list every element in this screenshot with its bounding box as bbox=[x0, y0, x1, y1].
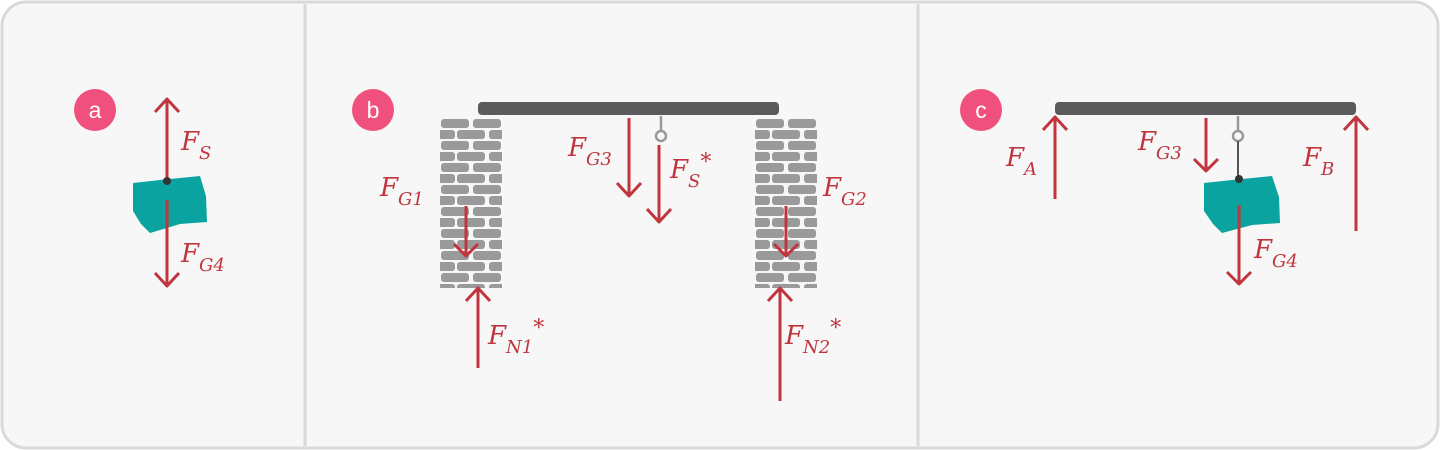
panel-c: c FA FG3 FB FG4 bbox=[960, 89, 1370, 286]
brick-wall-right bbox=[755, 118, 817, 288]
force-arrow-fg2 bbox=[772, 206, 800, 258]
attachment-point bbox=[1235, 175, 1243, 183]
badge-label-b: b bbox=[367, 97, 380, 123]
label-fg2: FG2 bbox=[822, 173, 867, 210]
force-arrow-fg4 bbox=[1225, 205, 1253, 286]
label-fs: FS bbox=[180, 127, 211, 164]
panel-badge-c bbox=[960, 89, 1002, 131]
force-arrow-fg4 bbox=[153, 200, 181, 288]
panel-a: a FS FG4 bbox=[74, 89, 225, 288]
stone-block bbox=[133, 176, 207, 233]
force-arrow-fg1 bbox=[452, 206, 480, 258]
panel-badge-a bbox=[74, 89, 116, 131]
force-arrow-fn2-star bbox=[766, 286, 794, 401]
badge-label-a: a bbox=[89, 97, 102, 123]
force-arrow-fa bbox=[1041, 115, 1069, 199]
label-fg1: FG1 bbox=[379, 173, 424, 210]
label-fs-star: FS* bbox=[669, 150, 711, 192]
force-arrow-fs-star bbox=[645, 145, 673, 224]
panel-b: b bbox=[352, 89, 867, 401]
label-fg4: FG4 bbox=[180, 239, 225, 276]
label-fg3: FG3 bbox=[1137, 127, 1182, 164]
badge-label-c: c bbox=[975, 97, 987, 123]
label-fg3: FG3 bbox=[567, 133, 612, 170]
force-arrow-fn1-star bbox=[464, 286, 492, 368]
force-arrow-fs bbox=[153, 97, 181, 180]
label-fb: FB bbox=[1302, 143, 1334, 180]
brick-wall-left bbox=[440, 118, 502, 288]
stone-block bbox=[1204, 176, 1280, 233]
beam bbox=[1055, 102, 1356, 115]
force-arrow-fb bbox=[1342, 115, 1370, 231]
attachment-point bbox=[163, 177, 171, 185]
label-fn1-star: FN1* bbox=[487, 316, 544, 358]
label-fg4: FG4 bbox=[1253, 235, 1298, 272]
force-arrow-fg3 bbox=[615, 118, 643, 198]
force-arrow-fg3 bbox=[1192, 118, 1220, 173]
label-fa: FA bbox=[1005, 143, 1037, 180]
beam bbox=[478, 102, 779, 115]
panel-badge-b bbox=[352, 89, 394, 131]
label-fn2-star: FN2* bbox=[784, 316, 841, 358]
